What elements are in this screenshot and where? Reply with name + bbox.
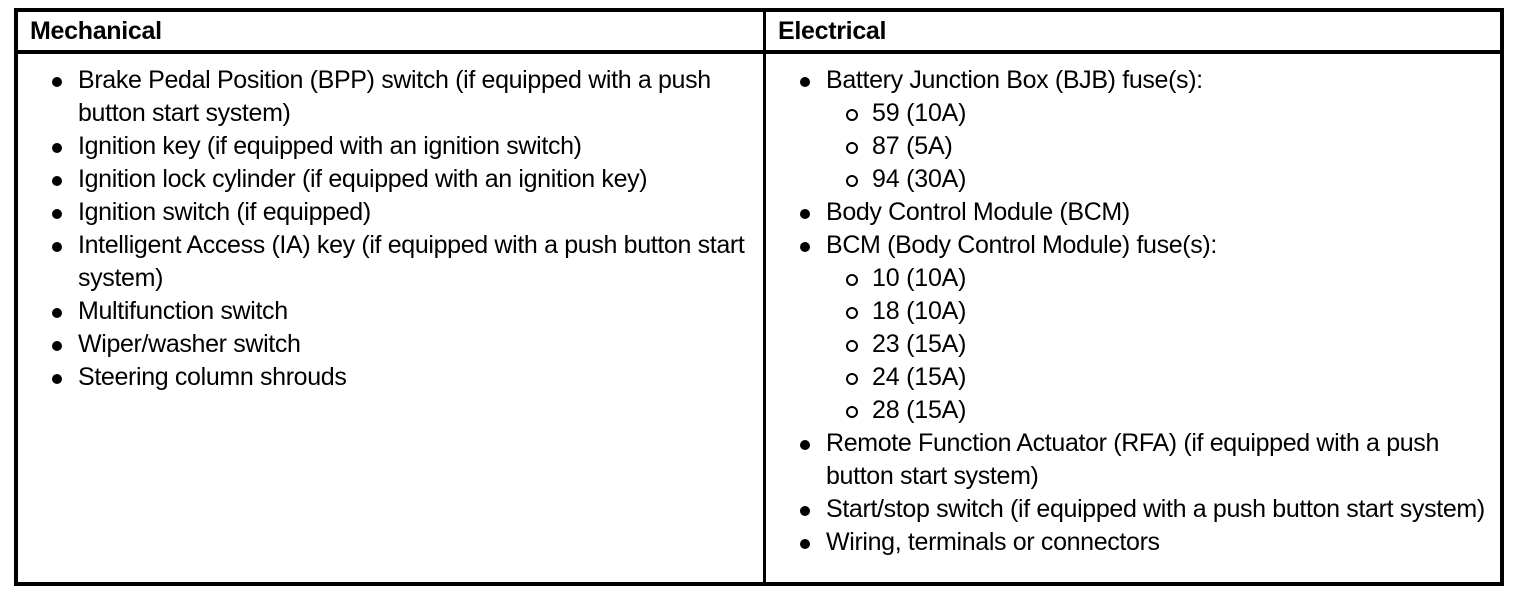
list-item-label: Steering column shrouds [78, 363, 347, 391]
table-cell-mechanical: Brake Pedal Position (BPP) switch (if eq… [18, 54, 766, 582]
filled-bullet-icon [52, 229, 66, 262]
filled-bullet-icon [800, 493, 814, 526]
list-item: BCM (Body Control Module) fuse(s): [776, 229, 1490, 262]
list-item-label: 18 (10A) [872, 297, 967, 325]
hollow-bullet-icon [846, 130, 860, 163]
list-item: Multifunction switch [28, 295, 753, 328]
list-item-label: BCM (Body Control Module) fuse(s): [826, 231, 1218, 259]
table-header-cell-electrical: Electrical [766, 12, 1500, 50]
list-item: Body Control Module (BCM) [776, 196, 1490, 229]
column-header-mechanical: Mechanical [30, 16, 162, 45]
list-item: Start/stop switch (if equipped with a pu… [776, 493, 1490, 526]
list-item-sub: 18 (10A) [776, 295, 1490, 328]
filled-bullet-icon [52, 196, 66, 229]
list-item-label: 24 (15A) [872, 363, 967, 391]
list-item: Steering column shrouds [28, 361, 753, 394]
list-item-label: 87 (5A) [872, 132, 953, 160]
list-item: Intelligent Access (IA) key (if equipped… [28, 229, 753, 295]
filled-bullet-icon [52, 328, 66, 361]
list-item-sub: 28 (15A) [776, 394, 1490, 427]
filled-bullet-icon [52, 130, 66, 163]
list-item-sub: 10 (10A) [776, 262, 1490, 295]
filled-bullet-icon [800, 229, 814, 262]
hollow-bullet-icon [846, 394, 860, 427]
list-item-label: 23 (15A) [872, 330, 967, 358]
list-item: Wiper/washer switch [28, 328, 753, 361]
hollow-bullet-icon [846, 295, 860, 328]
table-header-row: Mechanical Electrical [18, 12, 1500, 54]
list-item-label: 94 (30A) [872, 165, 967, 193]
list-item: Battery Junction Box (BJB) fuse(s): [776, 64, 1490, 97]
list-item-label: Brake Pedal Position (BPP) switch (if eq… [78, 66, 711, 127]
list-item-sub: 23 (15A) [776, 328, 1490, 361]
list-item: Brake Pedal Position (BPP) switch (if eq… [28, 64, 753, 130]
filled-bullet-icon [800, 526, 814, 559]
electrical-list: Battery Junction Box (BJB) fuse(s): 59 (1… [776, 64, 1490, 559]
list-item: Ignition switch (if equipped) [28, 196, 753, 229]
hollow-bullet-icon [846, 97, 860, 130]
component-table: Mechanical Electrical Brake Pedal Positi… [14, 8, 1504, 586]
hollow-bullet-icon [846, 262, 860, 295]
list-item-label: Remote Function Actuator (RFA) (if equip… [826, 429, 1440, 490]
filled-bullet-icon [52, 64, 66, 97]
list-item-sub: 94 (30A) [776, 163, 1490, 196]
list-item-sub: 59 (10A) [776, 97, 1490, 130]
list-item-label: 10 (10A) [872, 264, 967, 292]
hollow-bullet-icon [846, 361, 860, 394]
hollow-bullet-icon [846, 328, 860, 361]
hollow-bullet-icon [846, 163, 860, 196]
column-header-electrical: Electrical [778, 16, 887, 45]
list-item-label: Start/stop switch (if equipped with a pu… [826, 495, 1485, 523]
filled-bullet-icon [52, 295, 66, 328]
mechanical-list: Brake Pedal Position (BPP) switch (if eq… [28, 64, 753, 394]
list-item-label: Intelligent Access (IA) key (if equipped… [78, 231, 745, 292]
filled-bullet-icon [800, 196, 814, 229]
filled-bullet-icon [52, 361, 66, 394]
list-item-sub: 87 (5A) [776, 130, 1490, 163]
list-item-label: Ignition key (if equipped with an igniti… [78, 132, 582, 160]
table-cell-electrical: Battery Junction Box (BJB) fuse(s): 59 (1… [766, 54, 1500, 582]
filled-bullet-icon [800, 427, 814, 460]
table-body-row: Brake Pedal Position (BPP) switch (if eq… [18, 54, 1500, 582]
list-item-label: Ignition lock cylinder (if equipped with… [78, 165, 648, 193]
list-item: Ignition lock cylinder (if equipped with… [28, 163, 753, 196]
list-item-label: Wiper/washer switch [78, 330, 301, 358]
list-item-label: 28 (15A) [872, 396, 967, 424]
filled-bullet-icon [52, 163, 66, 196]
list-item: Ignition key (if equipped with an igniti… [28, 130, 753, 163]
list-item-label: Ignition switch (if equipped) [78, 198, 371, 226]
list-item-label: Wiring, terminals or connectors [826, 528, 1160, 556]
list-item-label: Battery Junction Box (BJB) fuse(s): [826, 66, 1203, 94]
list-item: Wiring, terminals or connectors [776, 526, 1490, 559]
list-item: Remote Function Actuator (RFA) (if equip… [776, 427, 1490, 493]
filled-bullet-icon [800, 64, 814, 97]
list-item-label: Body Control Module (BCM) [826, 198, 1130, 226]
list-item-sub: 24 (15A) [776, 361, 1490, 394]
list-item-label: Multifunction switch [78, 297, 288, 325]
list-item-label: 59 (10A) [872, 99, 967, 127]
table-header-cell-mechanical: Mechanical [18, 12, 766, 50]
